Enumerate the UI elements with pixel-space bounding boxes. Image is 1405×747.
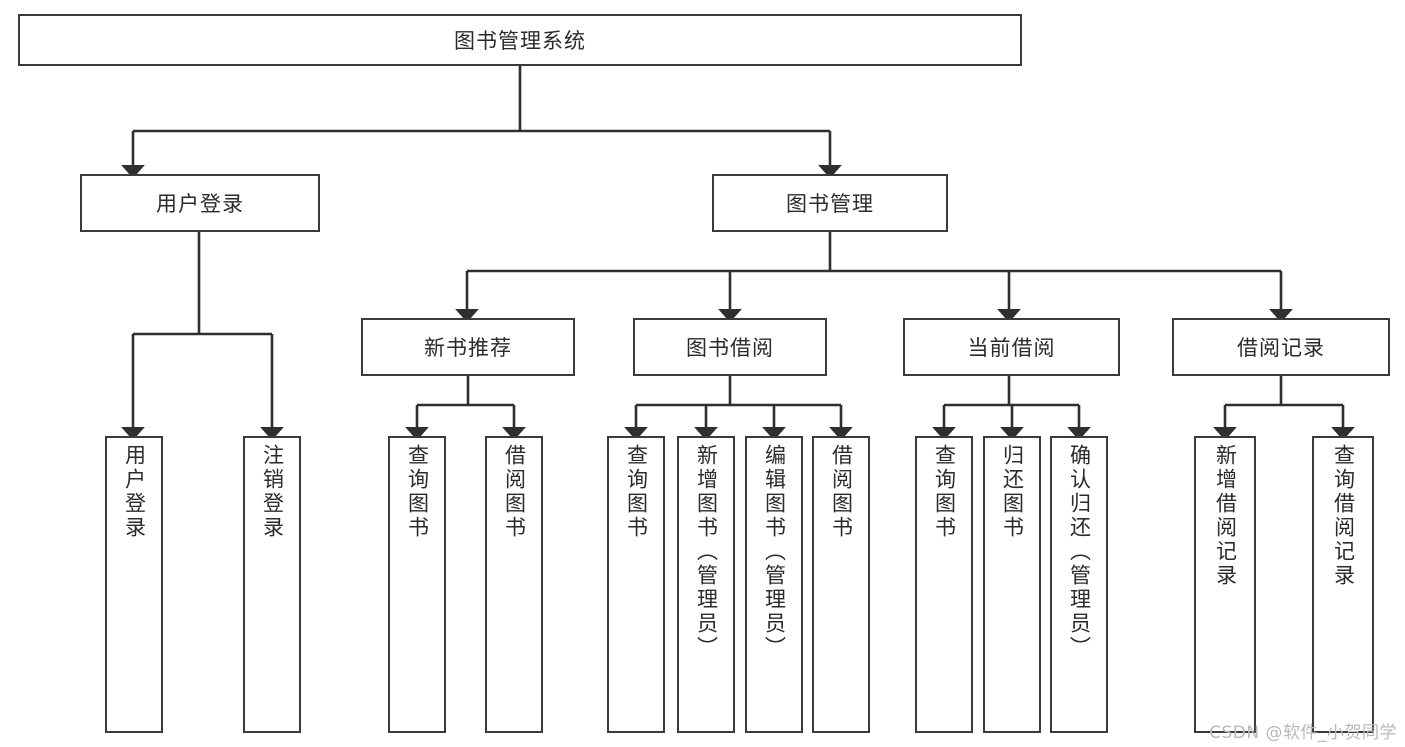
node-leaf-query-record[interactable]: 查询借阅记录	[1312, 436, 1374, 733]
node-root[interactable]: 图书管理系统	[18, 14, 1022, 66]
node-leaf-return-book[interactable]: 归还图书	[983, 436, 1041, 733]
node-user-login[interactable]: 用户登录	[80, 174, 320, 232]
node-leaf-user-login[interactable]: 用户登录	[105, 436, 163, 733]
node-leaf-borrow-book-2-label: 借阅图书	[829, 444, 854, 540]
node-leaf-add-record-label: 新增借阅记录	[1213, 444, 1238, 588]
node-leaf-add-book-label: 新增图书（管理员）	[694, 444, 719, 660]
node-leaf-query-book-3-label: 查询图书	[932, 444, 957, 540]
node-book-borrow[interactable]: 图书借阅	[633, 318, 827, 376]
node-leaf-add-book[interactable]: 新增图书（管理员）	[677, 436, 735, 733]
node-new-book-recommend[interactable]: 新书推荐	[361, 318, 575, 376]
node-book-manage[interactable]: 图书管理	[712, 174, 948, 232]
node-leaf-logout-label: 注销登录	[260, 444, 285, 540]
node-leaf-logout[interactable]: 注销登录	[243, 436, 301, 733]
node-leaf-query-book-1[interactable]: 查询图书	[388, 436, 446, 733]
node-new-book-recommend-label: 新书推荐	[424, 336, 512, 360]
node-leaf-query-book-2-label: 查询图书	[624, 444, 649, 540]
node-root-label: 图书管理系统	[454, 29, 586, 53]
node-user-login-label: 用户登录	[156, 192, 244, 216]
node-book-borrow-label: 图书借阅	[686, 336, 774, 360]
node-current-borrow[interactable]: 当前借阅	[903, 318, 1120, 376]
node-leaf-edit-book-label: 编辑图书（管理员）	[762, 444, 787, 660]
node-leaf-query-record-label: 查询借阅记录	[1331, 444, 1356, 588]
node-book-manage-label: 图书管理	[786, 192, 874, 216]
node-leaf-add-record[interactable]: 新增借阅记录	[1194, 436, 1256, 733]
node-leaf-user-login-label: 用户登录	[122, 444, 147, 540]
node-leaf-borrow-book-1[interactable]: 借阅图书	[485, 436, 543, 733]
node-leaf-query-book-2[interactable]: 查询图书	[607, 436, 665, 733]
node-leaf-edit-book[interactable]: 编辑图书（管理员）	[745, 436, 803, 733]
node-leaf-query-book-1-label: 查询图书	[405, 444, 430, 540]
node-current-borrow-label: 当前借阅	[967, 336, 1056, 360]
node-leaf-confirm-return-label: 确认归还（管理员）	[1067, 444, 1092, 660]
node-borrow-record[interactable]: 借阅记录	[1172, 318, 1390, 376]
node-leaf-borrow-book-1-label: 借阅图书	[502, 444, 527, 540]
node-leaf-confirm-return[interactable]: 确认归还（管理员）	[1050, 436, 1108, 733]
node-leaf-borrow-book-2[interactable]: 借阅图书	[812, 436, 870, 733]
node-leaf-return-book-label: 归还图书	[1000, 444, 1025, 540]
watermark: CSDN @软件_小贺同学	[1209, 723, 1397, 743]
node-borrow-record-label: 借阅记录	[1237, 336, 1325, 360]
node-leaf-query-book-3[interactable]: 查询图书	[915, 436, 973, 733]
